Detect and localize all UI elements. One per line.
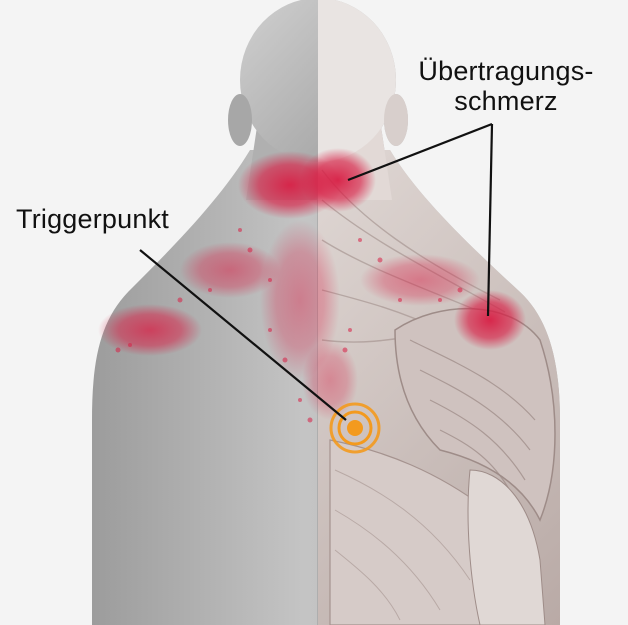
trigger-point-label: Triggerpunkt	[16, 204, 169, 234]
trigger-point-marker	[331, 404, 379, 452]
referred-pain-label-line-2: schmerz	[388, 86, 624, 116]
referred-pain-label-line-1: Übertragungs-	[388, 56, 624, 86]
referred-pain-label: Übertragungs- schmerz	[388, 56, 624, 116]
